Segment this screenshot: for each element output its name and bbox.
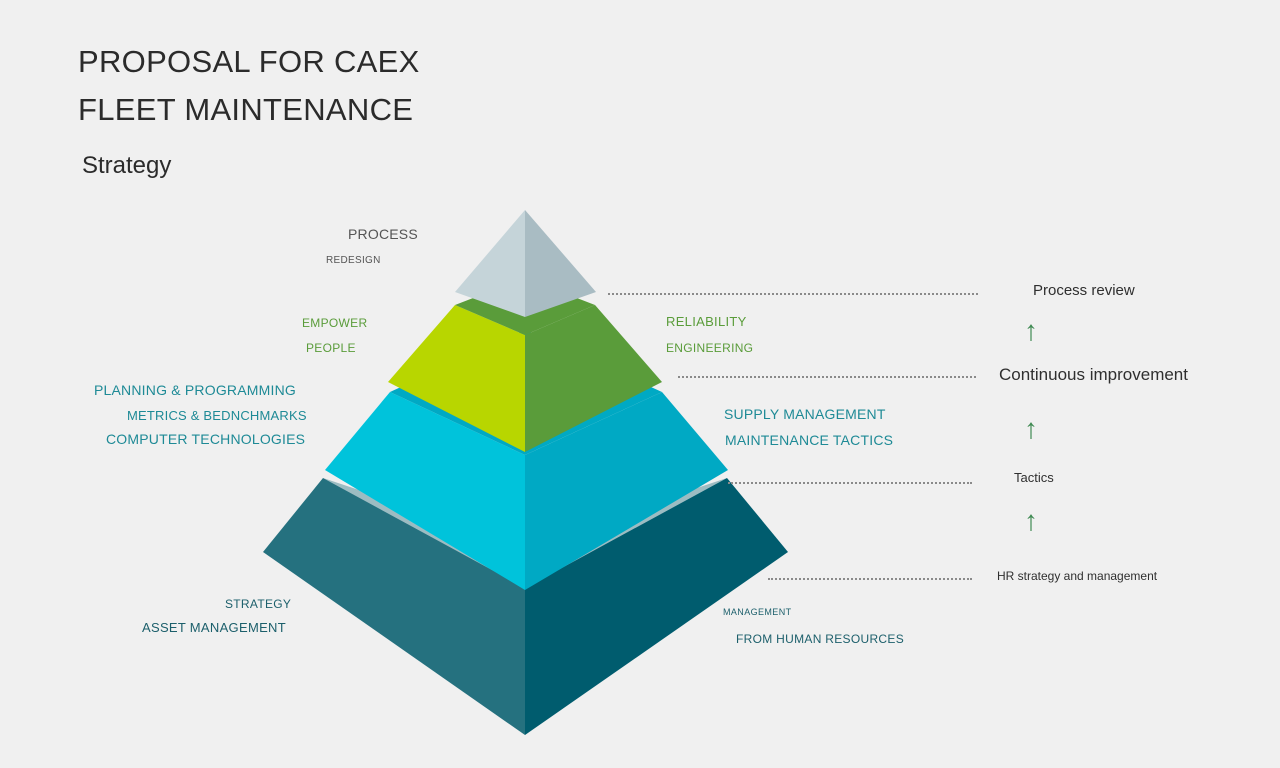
label-supply-management: SUPPLY MANAGEMENT (724, 406, 886, 422)
arrow-up-icon: ↑ (1024, 505, 1038, 536)
label-engineering: ENGINEERING (666, 341, 754, 355)
label-computer-technologies: COMPUTER TECHNOLOGIES (106, 431, 306, 447)
arrow-up-icon: ↑ (1024, 315, 1038, 346)
top-cap-right-face (525, 210, 596, 317)
cyan-tier-left-face (325, 392, 525, 590)
label-asset-management: ASSET MANAGEMENT (142, 620, 286, 635)
green-tier-right-face (525, 305, 662, 452)
label-maintenance-tactics: MAINTENANCE TACTICS (725, 432, 894, 448)
title-line-1: PROPOSAL FOR CAEX (78, 44, 420, 79)
dotted-line-1 (608, 293, 978, 295)
label-process: PROCESS (348, 226, 418, 242)
cyan-tier-right-face (525, 392, 728, 590)
label-redesign: REDESIGN (326, 255, 381, 266)
dotted-line-3 (728, 482, 972, 484)
label-from-human-resources: FROM HUMAN RESOURCES (736, 632, 905, 646)
top-cap-left-face (455, 210, 525, 317)
teal-tier-left-face (263, 478, 525, 735)
label-metrics: METRICS & BEDNCHMARKS (127, 408, 307, 423)
title-line-2: FLEET MAINTENANCE (78, 92, 414, 127)
label-reliability: RELIABILITY (666, 314, 747, 329)
dotted-line-4 (768, 578, 972, 580)
label-people: PEOPLE (306, 341, 356, 355)
green-tier-left-face (388, 305, 525, 452)
subtitle: Strategy (82, 152, 172, 179)
level-tactics: Tactics (1014, 470, 1054, 485)
label-management: MANAGEMENT (723, 607, 792, 617)
level-process-review: Process review (1033, 282, 1135, 299)
teal-tier-right-face (525, 478, 788, 735)
label-planning: PLANNING & PROGRAMMING (94, 382, 296, 398)
dotted-line-2 (678, 376, 976, 378)
label-strategy: STRATEGY (225, 597, 292, 611)
level-hr-strategy: HR strategy and management (997, 569, 1158, 583)
arrow-up-icon: ↑ (1024, 413, 1038, 444)
label-empower: EMPOWER (302, 316, 368, 330)
level-continuous-improvement: Continuous improvement (999, 365, 1188, 384)
